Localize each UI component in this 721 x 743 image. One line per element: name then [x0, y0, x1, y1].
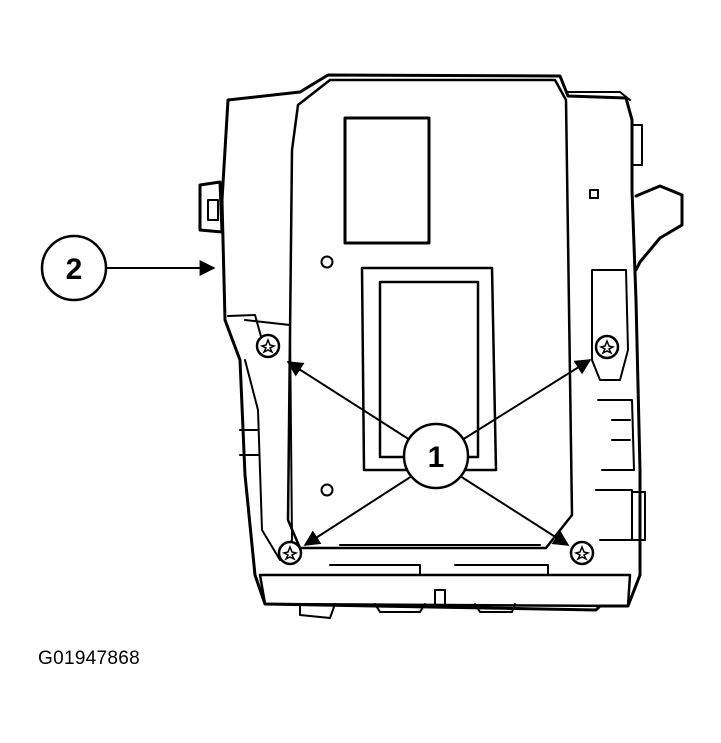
base-plate	[258, 573, 632, 608]
callout-1: 1	[402, 422, 470, 490]
callout-2: 2	[40, 234, 108, 302]
screw-top-right	[594, 334, 620, 360]
callout-1-label: 1	[428, 441, 445, 474]
callout-1-leaders	[286, 359, 592, 546]
screw-bottom-left	[277, 540, 303, 566]
mounting-screws	[255, 333, 620, 566]
upper-window	[343, 116, 431, 245]
screw-bottom-right	[569, 540, 595, 566]
screw-top-left	[255, 333, 281, 359]
leader-to-screw-bottom-left	[303, 475, 413, 546]
housing-outline	[220, 73, 642, 612]
right-connector	[634, 184, 684, 272]
figure-id: G01947868	[38, 648, 141, 669]
central-recess	[360, 266, 498, 472]
leader-to-screw-top-right	[461, 359, 592, 441]
left-bracket	[198, 180, 224, 234]
leader-to-screw-bottom-right	[459, 475, 570, 546]
leader-to-screw-top-left	[286, 361, 411, 441]
callout-2-label: 2	[66, 253, 83, 286]
